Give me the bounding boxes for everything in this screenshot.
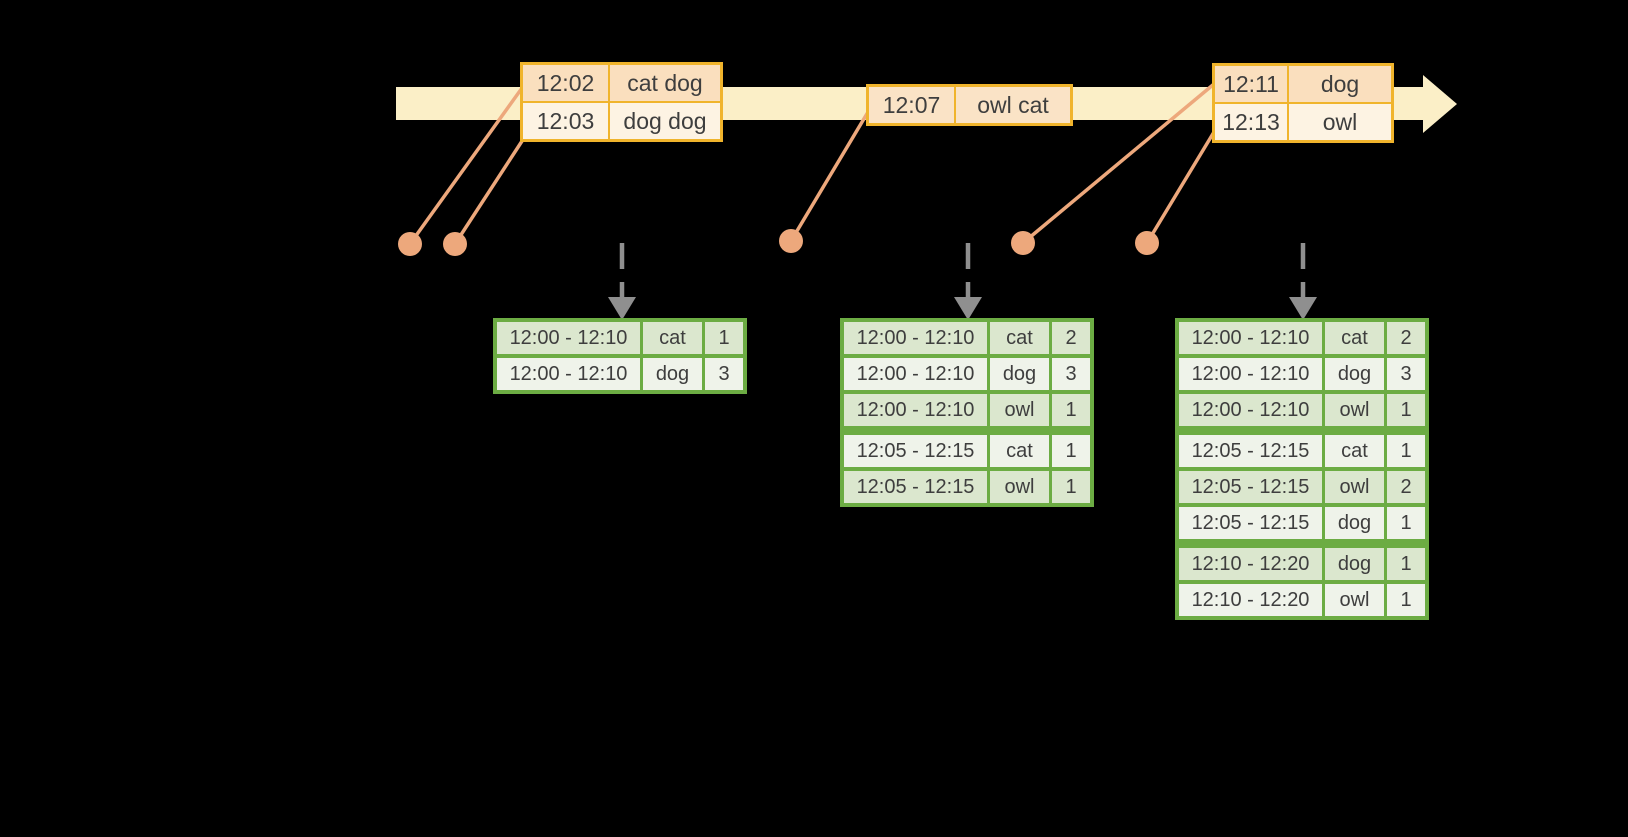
event-words: dog dog [610,103,720,139]
result-row: 12:00 - 12:10 dog 3 [844,358,1090,390]
result-window: 12:05 - 12:15 [1179,435,1322,467]
result-count: 1 [1387,584,1425,616]
result-count: 1 [1387,548,1425,580]
result-window: 12:00 - 12:10 [1179,394,1322,426]
result-row: 12:00 - 12:10 dog 3 [1179,358,1425,390]
result-count: 1 [1387,435,1425,467]
result-count: 1 [705,322,743,354]
result-row: 12:10 - 12:20 dog 1 [1179,548,1425,580]
timeline-arrowhead-icon [1423,75,1457,133]
event-time: 12:02 [523,65,608,101]
result-window: 12:05 - 12:15 [844,471,987,503]
result-row: 12:05 - 12:15 owl 1 [844,471,1090,503]
result-row: 12:05 - 12:15 dog 1 [1179,507,1425,539]
event-dot [1011,231,1035,255]
result-word: dog [1325,358,1384,390]
event-time: 12:13 [1215,104,1287,140]
result-row: 12:00 - 12:10 cat 2 [844,322,1090,354]
event-dot [398,232,422,256]
result-row: 12:00 - 12:10 cat 1 [497,322,743,354]
result-word: dog [643,358,702,390]
event-table-2: 12:07 owl cat [866,84,1073,126]
event-connector-line [453,137,526,245]
result-count: 1 [1387,394,1425,426]
event-time: 12:11 [1215,66,1287,102]
result-row: 12:00 - 12:10 owl 1 [844,394,1090,426]
result-word: dog [1325,548,1384,580]
result-word: cat [643,322,702,354]
result-window: 12:00 - 12:10 [844,358,987,390]
event-dot [443,232,467,256]
result-window: 12:00 - 12:10 [844,322,987,354]
result-row: 12:05 - 12:15 cat 1 [1179,435,1425,467]
trigger-arrowhead-icon [608,297,636,320]
result-row: 12:00 - 12:10 cat 2 [1179,322,1425,354]
result-row: 12:05 - 12:15 owl 2 [1179,471,1425,503]
event-dots [398,229,1159,256]
event-connector-line [1145,131,1216,244]
result-window: 12:10 - 12:20 [1179,548,1322,580]
result-window: 12:05 - 12:15 [1179,471,1322,503]
event-connector-line [789,111,870,242]
result-window: 12:00 - 12:10 [844,394,987,426]
result-count: 3 [1387,358,1425,390]
result-table-2: 12:00 - 12:10 cat 2 12:00 - 12:10 dog 3 … [840,318,1094,507]
event-table-3: 12:11 dog 12:13 owl [1212,63,1394,143]
result-word: cat [1325,435,1384,467]
result-row: 12:05 - 12:15 cat 1 [844,435,1090,467]
event-connector-lines [408,82,1216,246]
result-count: 2 [1387,471,1425,503]
result-word: owl [990,394,1049,426]
result-count: 1 [1387,507,1425,539]
result-row: 12:00 - 12:10 owl 1 [1179,394,1425,426]
event-dot [779,229,803,253]
result-word: owl [1325,471,1384,503]
result-count: 1 [1052,435,1090,467]
result-word: owl [1325,394,1384,426]
result-word: owl [990,471,1049,503]
result-count: 1 [1052,394,1090,426]
trigger-arrowhead-icon [954,297,982,320]
result-count: 2 [1387,322,1425,354]
event-words: dog [1289,66,1391,102]
result-row: 12:10 - 12:20 owl 1 [1179,584,1425,616]
event-words: cat dog [610,65,720,101]
result-window: 12:00 - 12:10 [1179,322,1322,354]
result-word: cat [990,435,1049,467]
event-words: owl [1289,104,1391,140]
result-window: 12:10 - 12:20 [1179,584,1322,616]
event-connector-line [1021,82,1216,245]
result-window: 12:00 - 12:10 [1179,358,1322,390]
result-window: 12:00 - 12:10 [497,322,640,354]
result-count: 1 [1052,471,1090,503]
result-window: 12:00 - 12:10 [497,358,640,390]
result-table-3: 12:00 - 12:10 cat 2 12:00 - 12:10 dog 3 … [1175,318,1429,620]
trigger-arrows [608,243,1317,320]
result-word: dog [1325,507,1384,539]
result-table-1: 12:00 - 12:10 cat 1 12:00 - 12:10 dog 3 [493,318,747,394]
event-time: 12:07 [869,87,954,123]
trigger-arrowhead-icon [1289,297,1317,320]
result-count: 3 [1052,358,1090,390]
event-connector-line [408,86,524,246]
result-word: dog [990,358,1049,390]
result-row: 12:00 - 12:10 dog 3 [497,358,743,390]
result-window: 12:05 - 12:15 [1179,507,1322,539]
result-count: 2 [1052,322,1090,354]
result-window: 12:05 - 12:15 [844,435,987,467]
result-word: cat [990,322,1049,354]
result-word: owl [1325,584,1384,616]
event-time: 12:03 [523,103,608,139]
result-word: cat [1325,322,1384,354]
event-table-1: 12:02 cat dog 12:03 dog dog [520,62,723,142]
result-count: 3 [705,358,743,390]
event-dot [1135,231,1159,255]
event-words: owl cat [956,87,1070,123]
